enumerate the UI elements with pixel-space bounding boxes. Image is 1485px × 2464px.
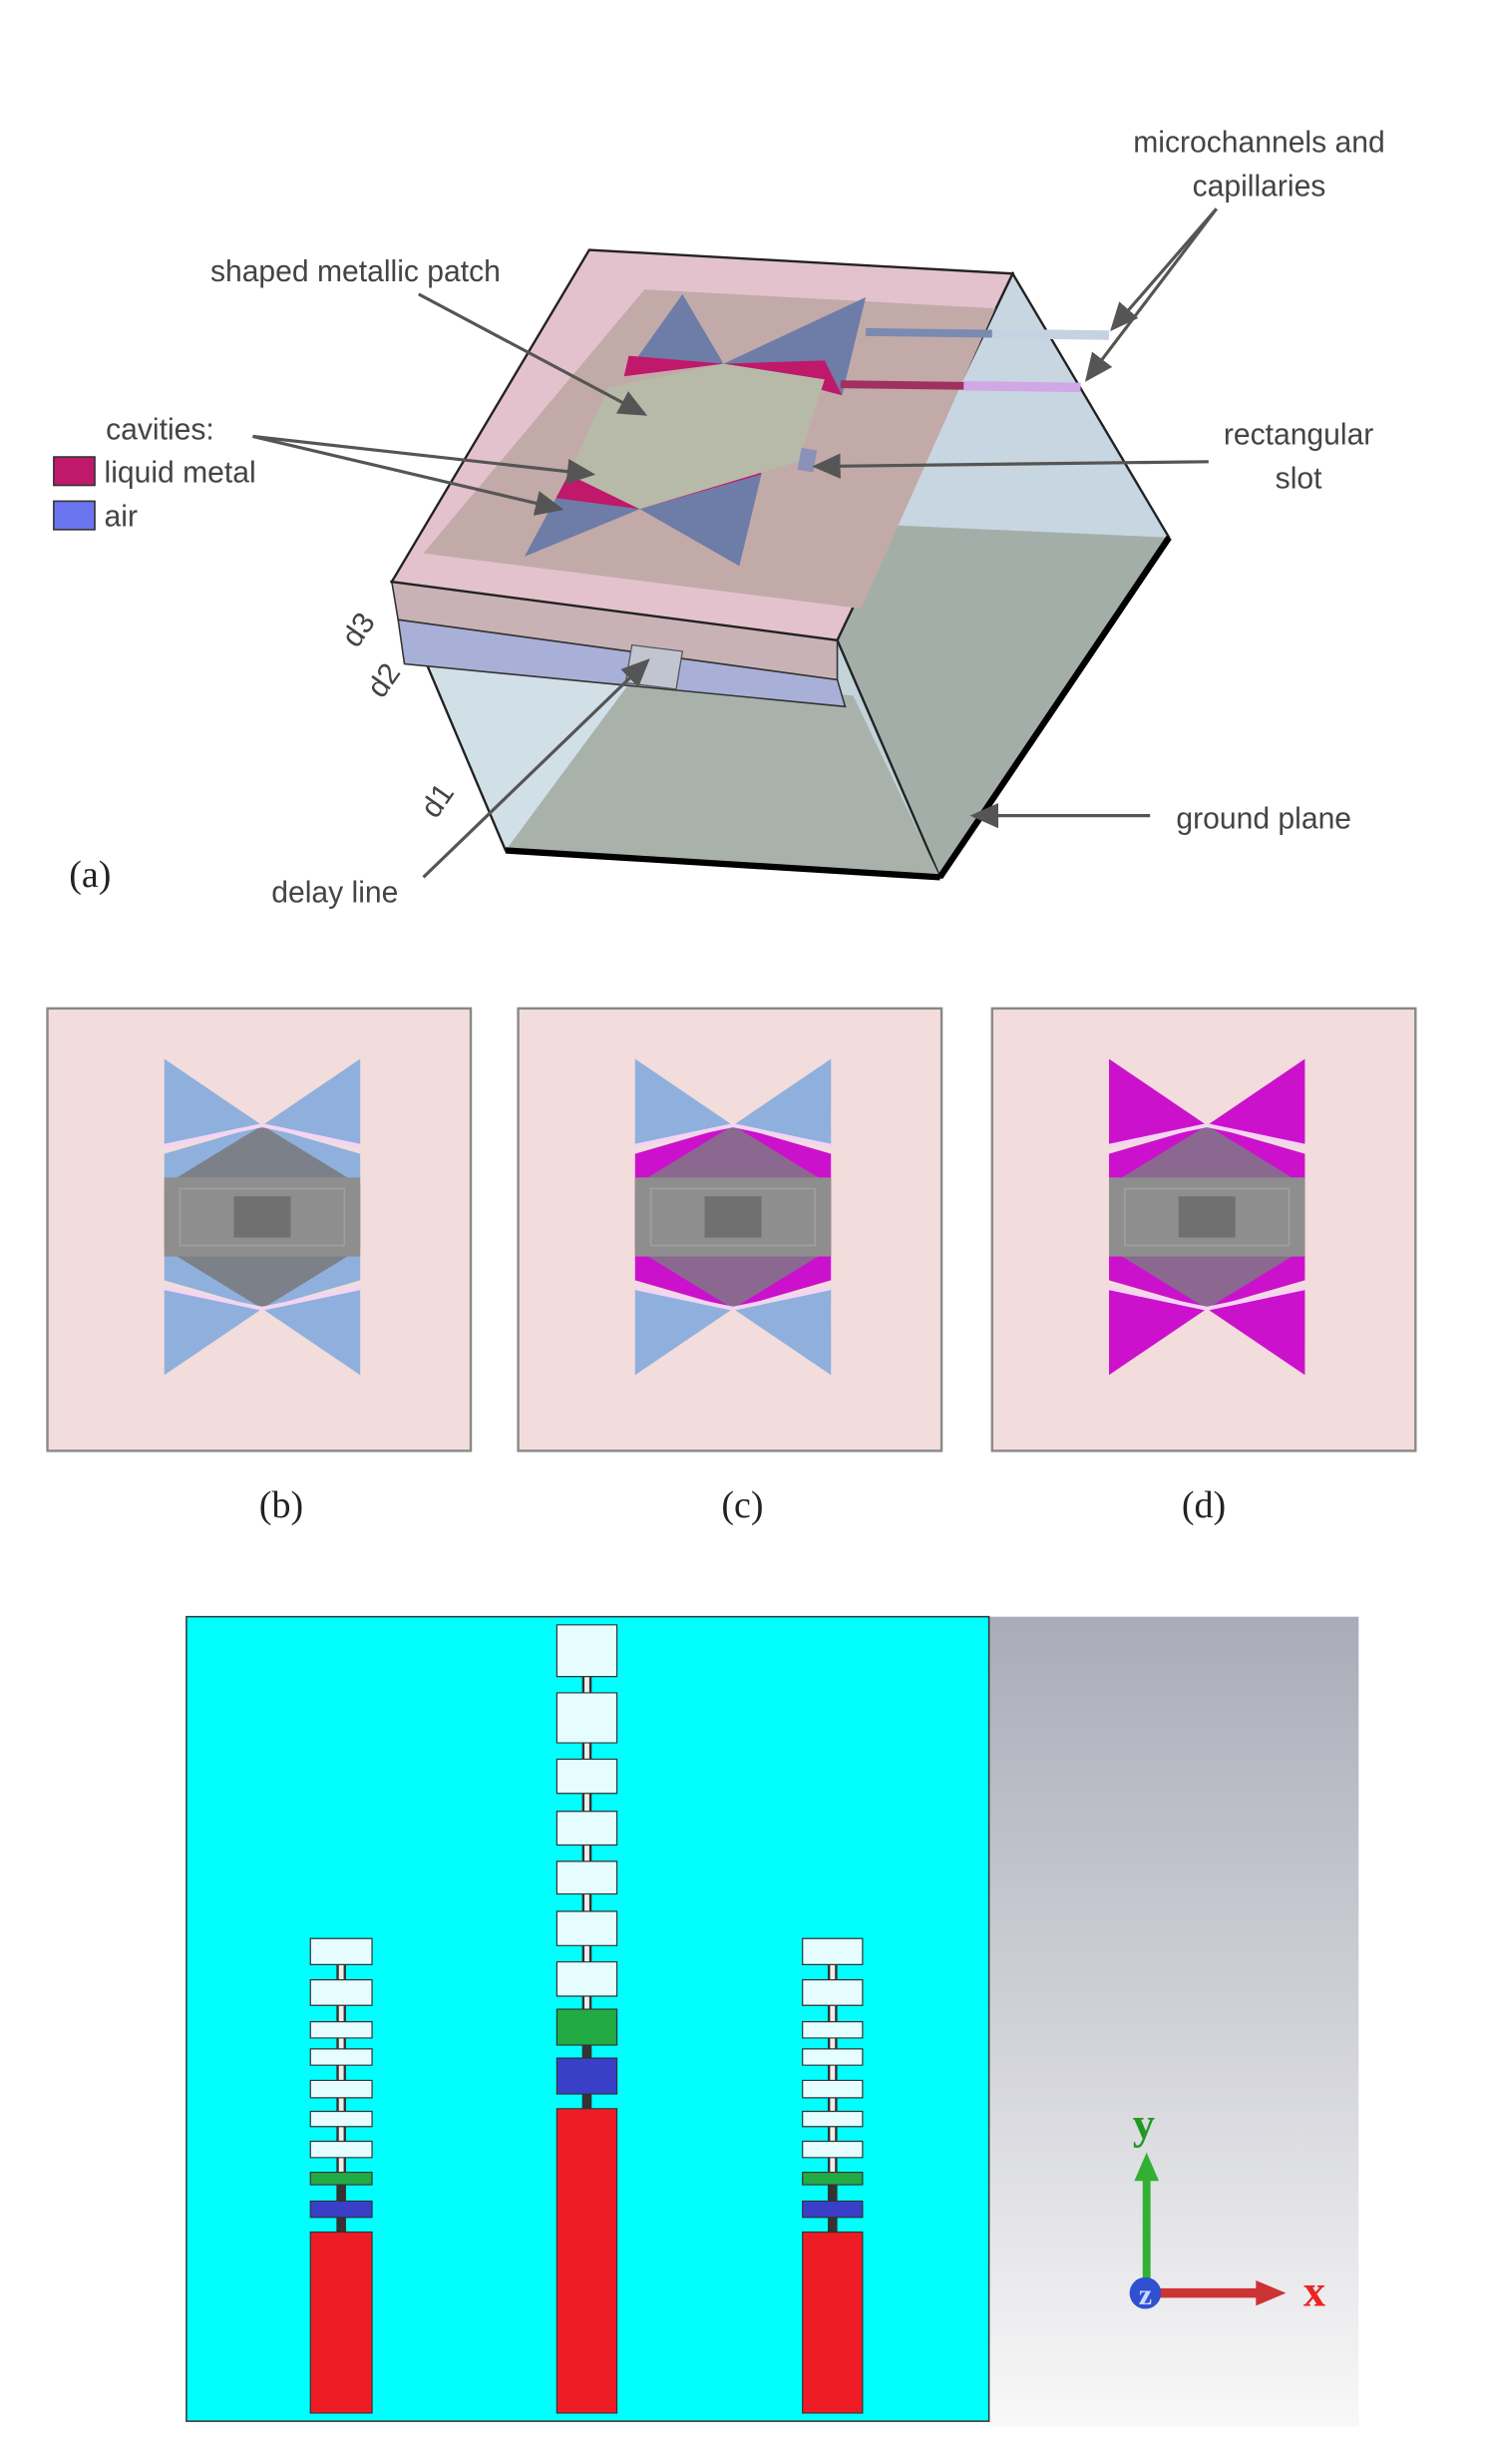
bowtie-outer-top-left xyxy=(164,1058,262,1146)
pixel-block xyxy=(557,1962,616,1996)
label-microchannels-line1: microchannels and xyxy=(1133,126,1384,159)
legend-air-swatch xyxy=(53,500,96,531)
z-axis-dot xyxy=(1129,2276,1162,2309)
slot-outline xyxy=(1124,1187,1291,1247)
slot-outline xyxy=(649,1187,817,1247)
pixel-block xyxy=(803,1980,863,2006)
label-slot-line1: rectangular xyxy=(1224,418,1373,451)
legend-liquid-metal: liquid metal xyxy=(105,456,256,489)
bottom-edge xyxy=(505,847,940,881)
bowtie-top-left xyxy=(623,293,724,377)
bowtie-outer-top-right xyxy=(732,1058,832,1146)
pixel-block xyxy=(803,2112,863,2127)
axis-triad: y x z xyxy=(1129,2098,1325,2315)
pixel-block xyxy=(803,2049,863,2065)
panel-a-3d-antenna: microchannels and capillaries shaped met… xyxy=(53,126,1385,910)
green-block xyxy=(557,2009,616,2045)
pixel-block xyxy=(803,1938,863,1964)
caption-a: (a) xyxy=(69,854,111,896)
bowtie-outer-top-right xyxy=(1207,1058,1305,1146)
caption-d: (d) xyxy=(1182,1484,1226,1526)
bowtie-outer-bottom-left xyxy=(634,1288,733,1376)
y-axis-arrowhead xyxy=(1134,2152,1160,2182)
label-d3: d3 xyxy=(336,607,382,652)
capillary-line xyxy=(164,1123,361,1148)
feed-line xyxy=(310,2232,372,2412)
blue-block xyxy=(803,2201,863,2217)
pixel-block xyxy=(310,2022,372,2038)
annotation-arrows xyxy=(252,207,1218,879)
axis-label-y: y xyxy=(1133,2098,1155,2148)
label-cavities: cavities: xyxy=(106,414,214,447)
bottom-panel-array: y x z xyxy=(186,1617,1359,2427)
bowtie-outer-bottom-left xyxy=(164,1288,262,1376)
capillary-line xyxy=(634,1286,832,1311)
rectangular-slot xyxy=(704,1196,762,1238)
column-center xyxy=(557,1625,616,2413)
label-delay-line: delay line xyxy=(271,877,398,910)
bowtie-outer-top-right xyxy=(261,1058,361,1146)
pixel-block xyxy=(803,2141,863,2157)
capillary-line xyxy=(634,1123,832,1148)
legend-liquid-metal-swatch xyxy=(53,456,96,487)
x-axis-arrowhead xyxy=(1256,2280,1287,2306)
label-microchannels-line2: capillaries xyxy=(1193,171,1326,204)
column-right xyxy=(803,1938,863,2413)
caption-b: (b) xyxy=(259,1484,303,1526)
pixel-block xyxy=(310,2049,372,2065)
pixel-block xyxy=(310,2080,372,2097)
rectangular-slot xyxy=(1178,1196,1236,1238)
pixel-block xyxy=(557,1812,616,1846)
column-left xyxy=(310,1938,372,2413)
panel-b: (b) xyxy=(46,1007,473,1526)
ground-plane-inner xyxy=(505,679,940,878)
pixel-block xyxy=(557,1911,616,1945)
label-shaped-patch: shaped metallic patch xyxy=(210,255,501,288)
green-block xyxy=(803,2173,863,2186)
feed-line xyxy=(557,2109,616,2413)
rectangular-slot xyxy=(233,1196,291,1238)
pixel-block xyxy=(310,2112,372,2127)
feed-line xyxy=(803,2232,863,2412)
pixel-block xyxy=(557,1861,616,1894)
bowtie-outer-bottom-right xyxy=(1207,1288,1305,1376)
bowtie-outer-bottom-right xyxy=(732,1288,832,1376)
bowtie-outer-top-left xyxy=(1108,1058,1208,1146)
label-d2: d2 xyxy=(361,657,407,703)
axis-label-z: z xyxy=(1139,2277,1152,2311)
slot-outline xyxy=(179,1187,346,1247)
blue-block xyxy=(557,2058,616,2094)
axis-label-x: x xyxy=(1303,2265,1325,2315)
pixel-block xyxy=(803,2080,863,2097)
label-slot-line2: slot xyxy=(1276,463,1322,496)
capillary-2 xyxy=(963,380,1081,393)
label-ground-plane: ground plane xyxy=(1176,802,1351,835)
capillary-line xyxy=(1108,1123,1305,1148)
liquid-metal-top-left xyxy=(623,355,724,377)
pixel-block xyxy=(310,1980,372,2006)
pixel-block xyxy=(310,1938,372,1964)
pixel-block xyxy=(557,1693,616,1743)
label-d1: d1 xyxy=(415,777,461,823)
bowtie-outer-bottom-left xyxy=(1108,1288,1208,1376)
pixel-block xyxy=(310,2141,372,2157)
capillary-line xyxy=(164,1286,361,1311)
green-block xyxy=(310,2173,372,2186)
pixel-block xyxy=(557,1759,616,1793)
capillary-1 xyxy=(991,328,1110,340)
pixel-block xyxy=(557,1625,616,1677)
bowtie-outer-top-left xyxy=(634,1058,733,1146)
legend-air: air xyxy=(105,501,138,534)
caption-c: (c) xyxy=(721,1484,763,1526)
pixel-block xyxy=(803,2022,863,2038)
blue-block xyxy=(310,2201,372,2217)
panel-c: (c) xyxy=(517,1007,943,1526)
capillary-line xyxy=(1108,1286,1305,1311)
bowtie-outer-bottom-right xyxy=(261,1288,361,1376)
panel-d: (d) xyxy=(990,1007,1417,1526)
delay-line xyxy=(624,643,684,690)
bowtie-bottom-left xyxy=(524,474,640,557)
bowtie-bottom-right xyxy=(639,474,762,567)
